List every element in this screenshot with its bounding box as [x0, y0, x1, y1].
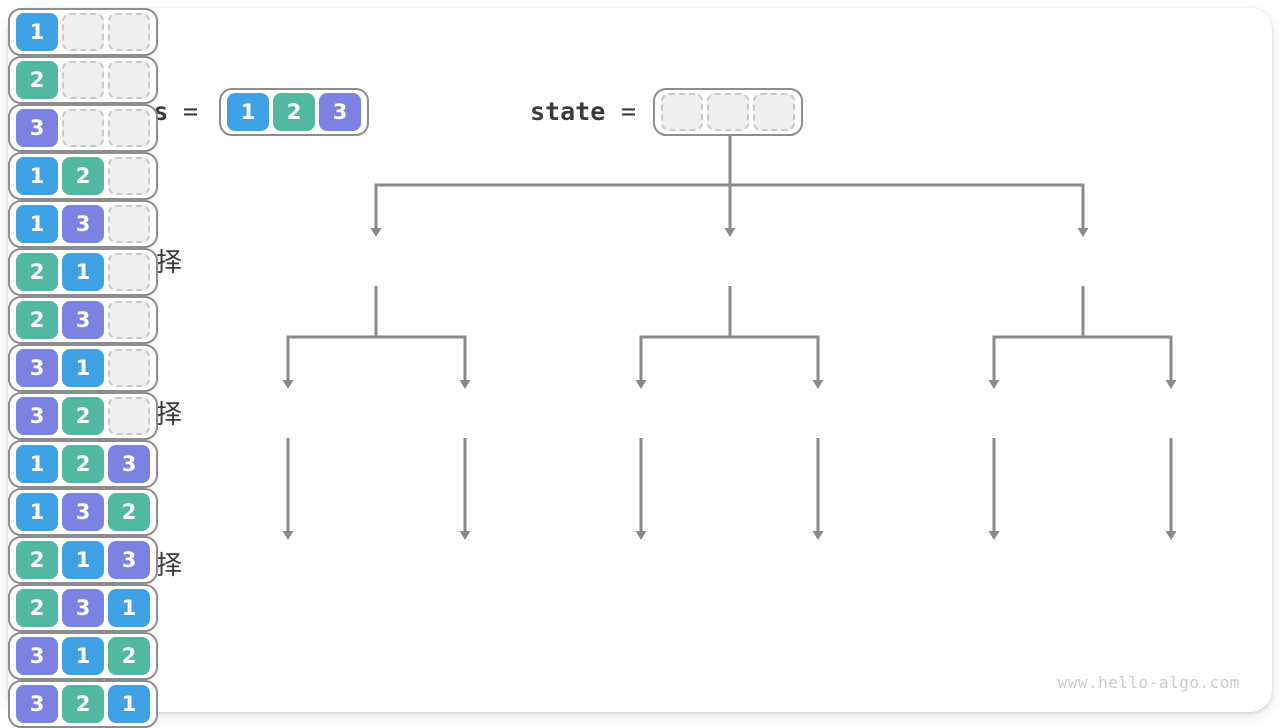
- state-array-box: 2: [8, 56, 158, 104]
- value-cell: 1: [62, 541, 104, 579]
- empty-cell: [108, 13, 150, 51]
- value-cell: 3: [16, 637, 58, 675]
- value-cell: 2: [16, 61, 58, 99]
- empty-cell: [108, 301, 150, 339]
- value-cell: 2: [108, 493, 150, 531]
- value-cell: 3: [319, 93, 361, 131]
- value-cell: 1: [62, 637, 104, 675]
- value-cell: 2: [62, 157, 104, 195]
- empty-cell: [108, 157, 150, 195]
- value-cell: 3: [62, 589, 104, 627]
- empty-cell: [108, 397, 150, 435]
- value-cell: 1: [16, 205, 58, 243]
- empty-cell: [753, 93, 795, 131]
- value-cell: 1: [108, 589, 150, 627]
- empty-cell: [108, 253, 150, 291]
- value-cell: 1: [62, 253, 104, 291]
- value-cell: 3: [108, 445, 150, 483]
- value-cell: 1: [62, 349, 104, 387]
- value-cell: 1: [108, 685, 150, 723]
- empty-cell: [108, 349, 150, 387]
- state-array-box: [653, 88, 803, 136]
- value-cell: 1: [227, 93, 269, 131]
- watermark: www.hello-algo.com: [1057, 673, 1240, 692]
- state-label: state: [530, 97, 606, 126]
- value-cell: 2: [16, 589, 58, 627]
- value-cell: 3: [16, 109, 58, 147]
- empty-cell: [108, 61, 150, 99]
- state-array-box: 1: [8, 8, 158, 56]
- value-cell: 3: [16, 349, 58, 387]
- value-cell: 2: [108, 637, 150, 675]
- value-cell: 1: [16, 157, 58, 195]
- empty-cell: [108, 205, 150, 243]
- value-cell: 1: [16, 445, 58, 483]
- state-array-box: 3: [8, 104, 158, 152]
- value-cell: 3: [62, 205, 104, 243]
- state-equals-sign: =: [621, 97, 637, 126]
- choices-equals-sign: =: [183, 97, 199, 126]
- diagram-card: choices = 123 state = 第一轮选择 第二轮选择 第三轮选择 …: [8, 8, 1272, 728]
- empty-cell: [707, 93, 749, 131]
- value-cell: 2: [62, 445, 104, 483]
- empty-cell: [62, 13, 104, 51]
- value-cell: 3: [62, 493, 104, 531]
- empty-cell: [661, 93, 703, 131]
- value-cell: 2: [16, 301, 58, 339]
- value-cell: 1: [16, 13, 58, 51]
- value-cell: 3: [62, 301, 104, 339]
- value-cell: 3: [16, 397, 58, 435]
- value-cell: 2: [16, 541, 58, 579]
- value-cell: 2: [273, 93, 315, 131]
- value-cell: 2: [62, 685, 104, 723]
- empty-cell: [108, 109, 150, 147]
- value-cell: 2: [62, 397, 104, 435]
- value-cell: 3: [108, 541, 150, 579]
- empty-cell: [62, 109, 104, 147]
- value-cell: 1: [16, 493, 58, 531]
- empty-cell: [62, 61, 104, 99]
- value-cell: 3: [16, 685, 58, 723]
- value-cell: 2: [16, 253, 58, 291]
